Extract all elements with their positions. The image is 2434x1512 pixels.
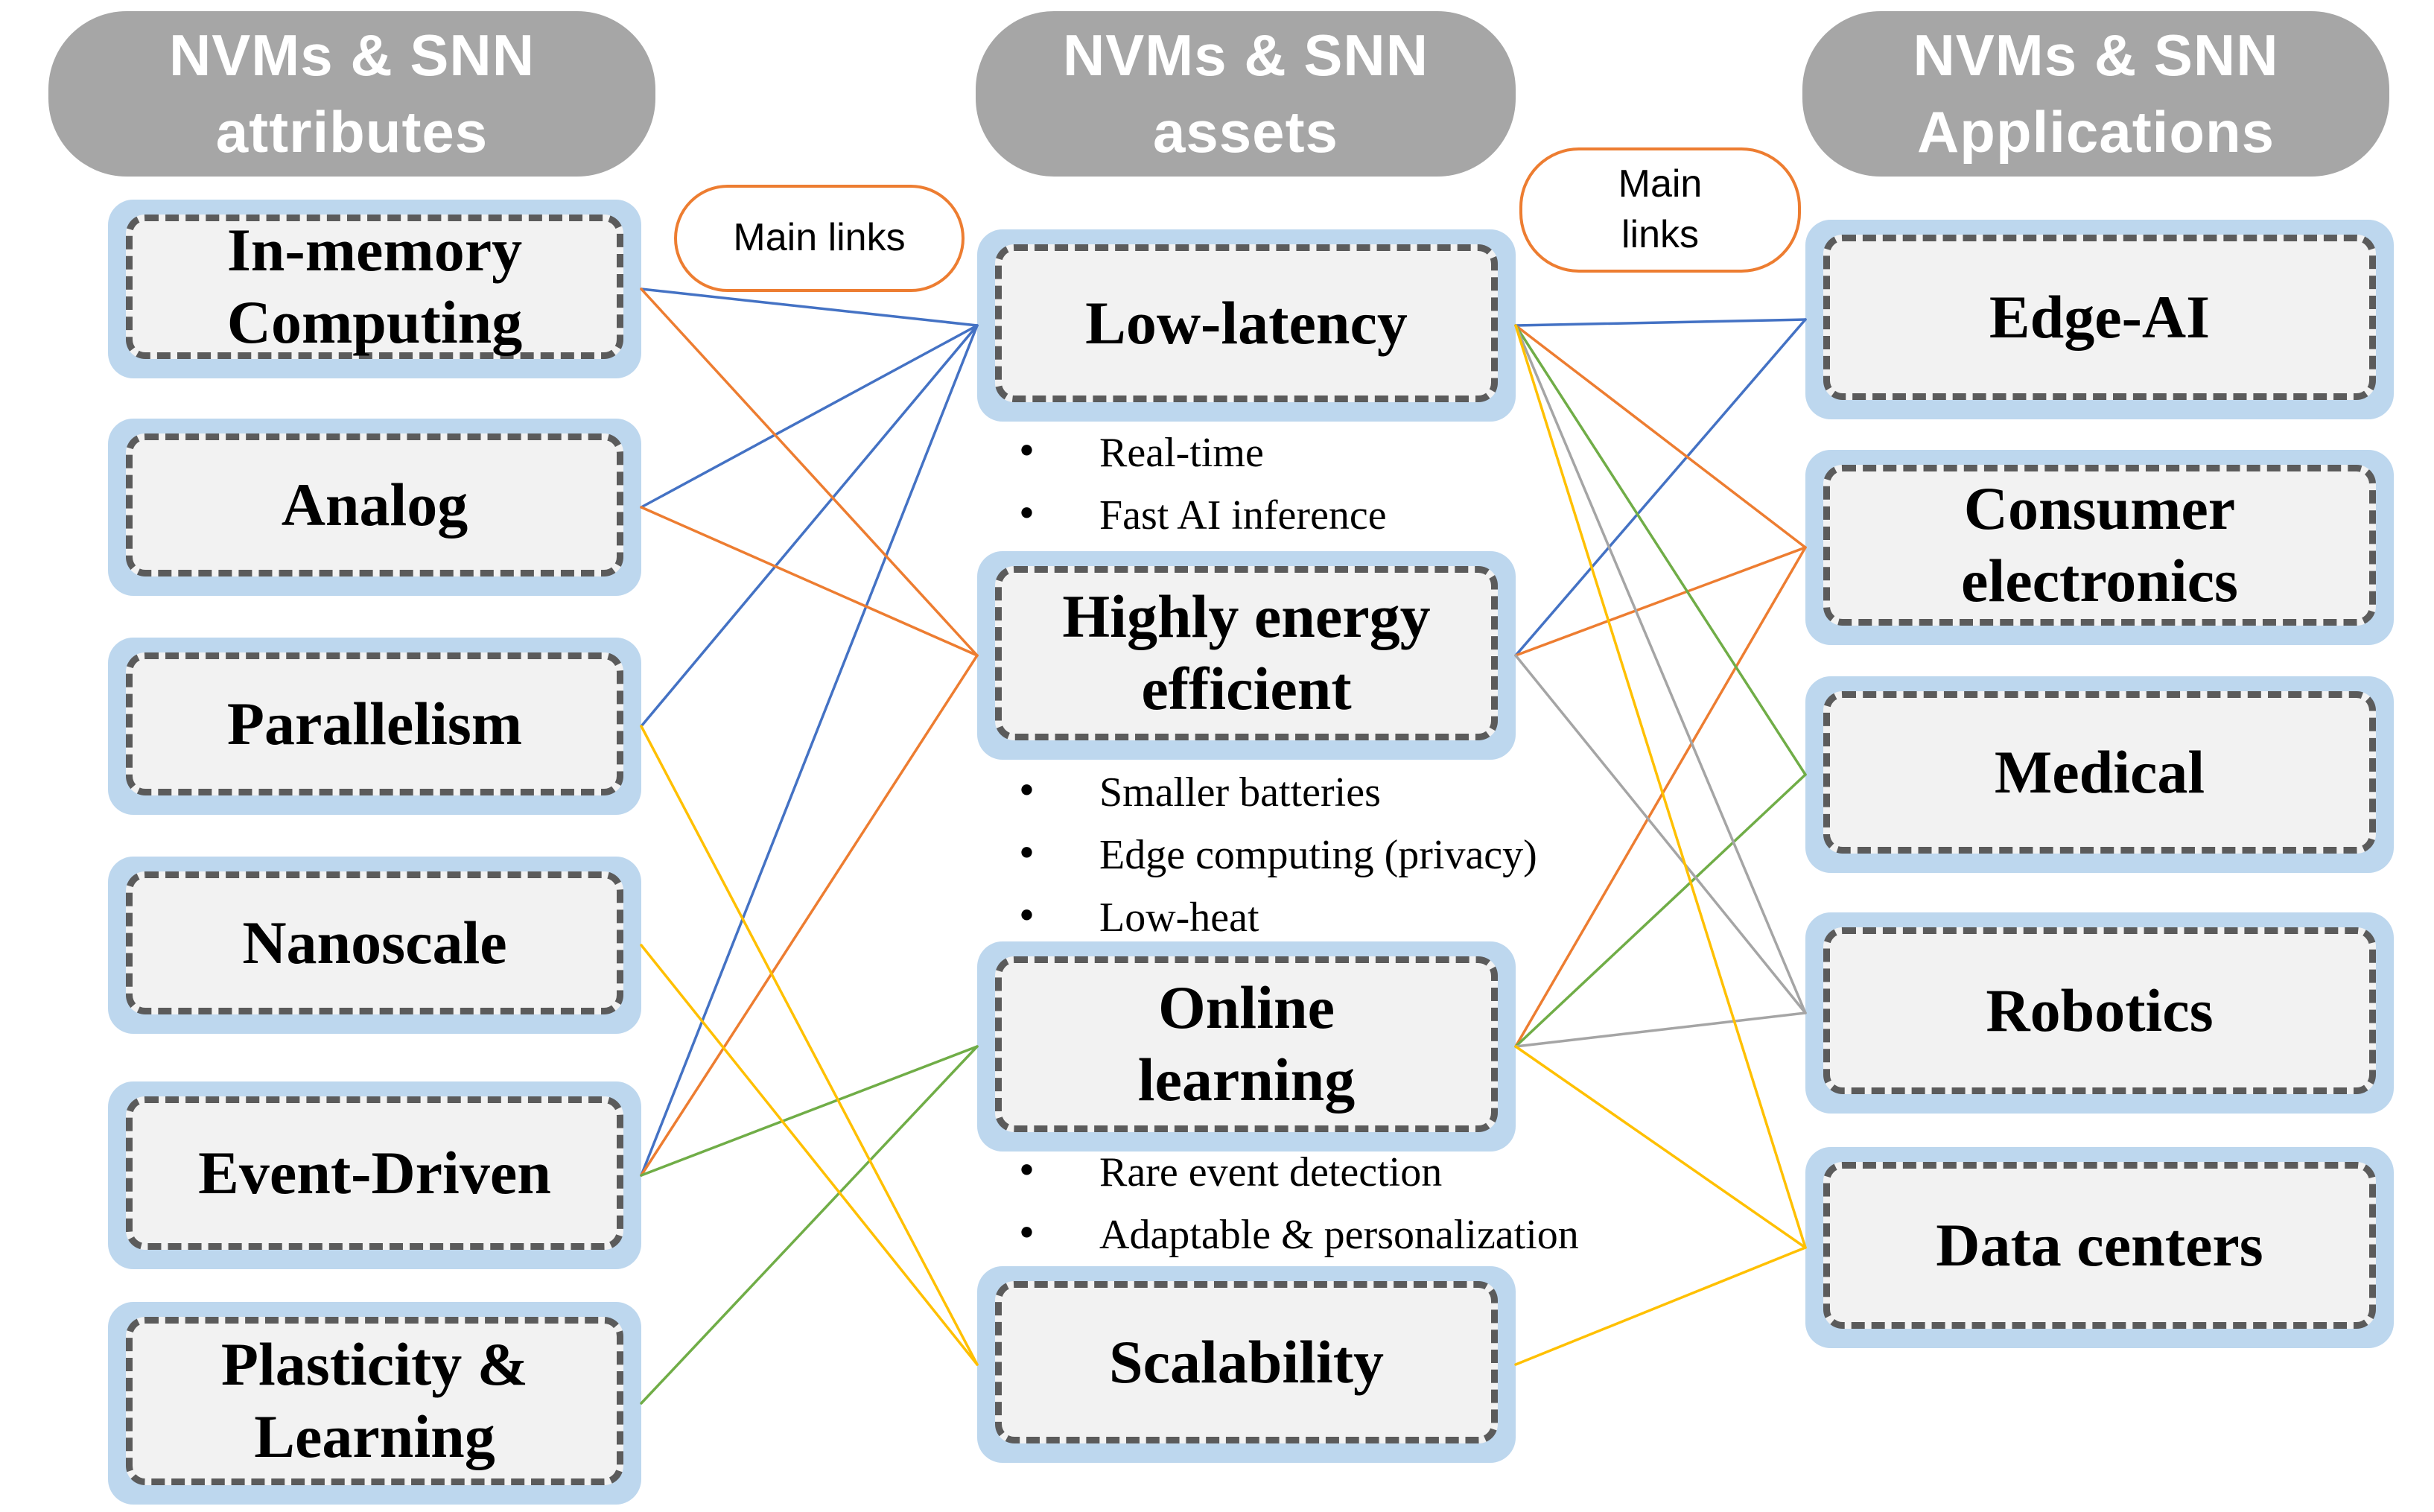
attribute-box-parallelism: Parallelism (108, 638, 641, 815)
application-box-consumer-electronics: Consumer electronics (1805, 450, 2394, 645)
application-box-edge-ai: Edge-AI (1805, 220, 2394, 419)
bullet-item: Real-time (1011, 422, 1577, 484)
asset-label: Online learning (995, 956, 1498, 1132)
link-line-event-driven-to-low-latency (640, 324, 979, 1177)
main-links-label-left: Main links (674, 185, 965, 292)
link-line-low-latency-to-medical (1514, 324, 1807, 776)
main-links-label-right: Main links (1519, 147, 1801, 273)
link-line-online-learning-to-robotics (1514, 1011, 1807, 1048)
asset-label: Highly energy efficient (995, 566, 1498, 740)
low-latency-bullet-list: Real-time Fast AI inference (1011, 422, 1577, 547)
highly-energy-bullet-list: Smaller batteries Edge computing (privac… (1011, 761, 1637, 949)
attribute-box-analog: Analog (108, 419, 641, 596)
bullet-item: Rare event detection (1011, 1141, 1652, 1204)
link-line-plasticity-learning-to-online-learning (640, 1045, 979, 1405)
bullet-item: Adaptable & personalization (1011, 1204, 1652, 1266)
asset-box-scalability: Scalability (977, 1266, 1516, 1463)
link-line-analog-to-low-latency (640, 324, 979, 509)
asset-box-highly-energy-efficient: Highly energy efficient (977, 551, 1516, 760)
link-line-in-memory-computing-to-highly-energy-efficient (640, 288, 979, 657)
link-line-in-memory-computing-to-low-latency (640, 288, 979, 327)
attribute-label: Event-Driven (126, 1096, 623, 1250)
link-line-analog-to-highly-energy-efficient (640, 506, 979, 657)
bullet-item: Low-heat (1011, 886, 1637, 949)
attributes-column-header: NVMs & SNN attributes (48, 11, 655, 177)
asset-label: Low-latency (995, 244, 1498, 402)
attribute-box-nanoscale: Nanoscale (108, 857, 641, 1034)
applications-column-header: NVMs & SNN Applications (1802, 11, 2389, 177)
application-label: Data centers (1823, 1162, 2376, 1329)
assets-column-header: NVMs & SNN assets (976, 11, 1516, 177)
bullet-item: Smaller batteries (1011, 761, 1637, 824)
application-box-medical: Medical (1805, 676, 2394, 873)
application-label: Medical (1823, 691, 2376, 854)
link-line-parallelism-to-low-latency (640, 324, 979, 728)
attribute-label: Parallelism (126, 652, 623, 795)
bullet-item: Fast AI inference (1011, 484, 1577, 547)
link-line-event-driven-to-online-learning (640, 1045, 979, 1177)
link-line-low-latency-to-edge-ai (1514, 318, 1807, 327)
attribute-label: Nanoscale (126, 871, 623, 1014)
attribute-box-in-memory-computing: In-memory Computing (108, 200, 641, 378)
asset-box-low-latency: Low-latency (977, 229, 1516, 422)
application-label: Robotics (1823, 927, 2376, 1094)
link-line-nanoscale-to-scalability (640, 944, 979, 1366)
attribute-box-plasticity-learning: Plasticity & Learning (108, 1302, 641, 1505)
asset-label: Scalability (995, 1281, 1498, 1443)
attribute-label: In-memory Computing (126, 215, 623, 359)
bullet-item: Edge computing (privacy) (1011, 824, 1637, 886)
application-label: Edge-AI (1823, 235, 2376, 400)
link-line-parallelism-to-scalability (640, 725, 979, 1366)
link-line-event-driven-to-highly-energy-efficient (640, 654, 979, 1177)
attribute-label: Plasticity & Learning (126, 1317, 623, 1485)
application-box-robotics: Robotics (1805, 912, 2394, 1114)
application-box-data-centers: Data centers (1805, 1147, 2394, 1348)
asset-box-online-learning: Online learning (977, 941, 1516, 1152)
attribute-label: Analog (126, 433, 623, 576)
attribute-box-event-driven: Event-Driven (108, 1081, 641, 1269)
link-line-highly-energy-efficient-to-consumer-electronics (1514, 546, 1807, 657)
online-learning-bullet-list: Rare event detection Adaptable & persona… (1011, 1141, 1652, 1266)
application-label: Consumer electronics (1823, 465, 2376, 626)
